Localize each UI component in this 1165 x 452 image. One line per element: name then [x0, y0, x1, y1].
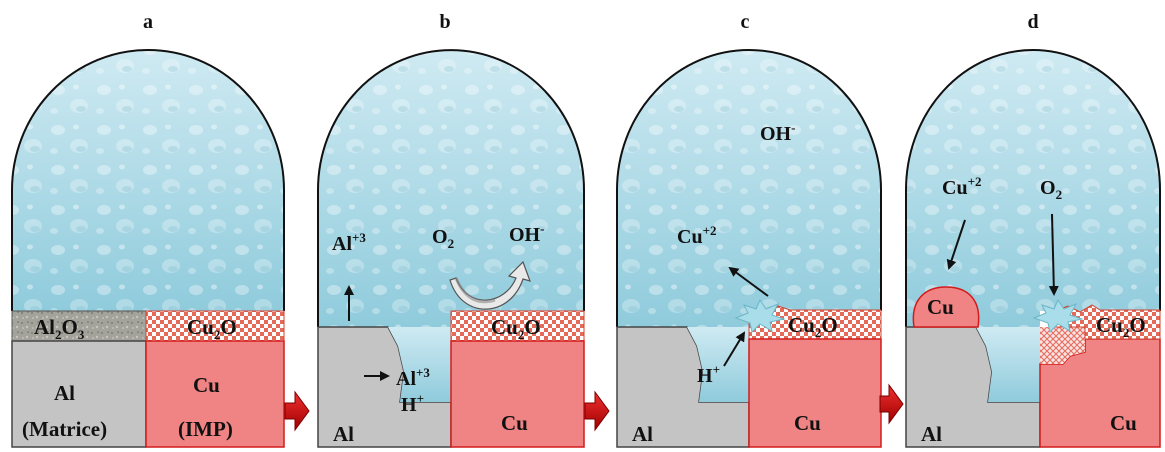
panel-d: d Cu+2 O2 Cu Cu2O Al Cu — [905, 11, 1161, 448]
al-label: Al — [632, 422, 653, 446]
oh-label: OH- — [760, 120, 795, 145]
step-arrow — [284, 390, 310, 432]
cu-deposit-label: Cu — [927, 295, 954, 319]
h-ion-label: H+ — [697, 362, 720, 387]
cu-label: Cu — [794, 411, 821, 435]
cu2o-label: Cu2O — [788, 313, 838, 340]
cu-ion-label: Cu+2 — [677, 223, 717, 248]
cu-deposit — [912, 286, 980, 328]
cu2o-label: Cu2O — [1096, 313, 1146, 340]
copper-imp — [450, 340, 585, 448]
cu-ion-label: Cu+2 — [942, 174, 982, 199]
step-arrow — [584, 390, 610, 432]
panel-letter: c — [741, 11, 750, 33]
oh-label: OH- — [509, 221, 544, 246]
pit — [687, 327, 749, 402]
o2-label: O2 — [432, 226, 454, 251]
cu-label: Cu — [501, 411, 528, 435]
step-arrow — [879, 383, 904, 425]
dissolution-splash — [1032, 298, 1084, 333]
panel-letter: d — [1027, 11, 1038, 33]
panel-b: b Al+3 O2 OH- Al+3 H+ Cu2O Al Cu — [317, 11, 585, 448]
dissolution-splash — [734, 298, 786, 333]
dissolved-region — [1040, 327, 1085, 364]
cu2o-layer — [450, 310, 585, 342]
cu2o-label: Cu2O — [491, 315, 541, 342]
panel-c: c OH- Cu+2 H+ Cu2O Al Cu — [616, 11, 882, 448]
cu-label: Cu — [193, 373, 220, 397]
matrice-label: (Matrice) — [22, 417, 107, 441]
imp-label: (IMP) — [178, 417, 233, 441]
copper-imp — [748, 338, 882, 448]
cu-label: Cu — [1110, 411, 1137, 435]
cu2o-layer — [1054, 304, 1161, 340]
panel-a: a Al2O3 Cu2O Al (Matrice) Cu (IMP) — [11, 11, 285, 448]
al-ion-pit-label: Al+3 — [396, 365, 430, 390]
pit — [976, 327, 1040, 402]
al-label: Al — [54, 381, 75, 405]
copper-imp — [145, 340, 285, 448]
al-label: Al — [921, 422, 942, 446]
al-ion-label: Al+3 — [332, 230, 366, 255]
panel-letter: a — [143, 11, 153, 33]
pit — [388, 327, 451, 402]
h-ion-label: H+ — [401, 391, 424, 416]
cu2o-label: Cu2O — [187, 315, 237, 342]
panel-letter: b — [439, 11, 450, 33]
o2-label: O2 — [1040, 177, 1062, 202]
al-label: Al — [333, 422, 354, 446]
